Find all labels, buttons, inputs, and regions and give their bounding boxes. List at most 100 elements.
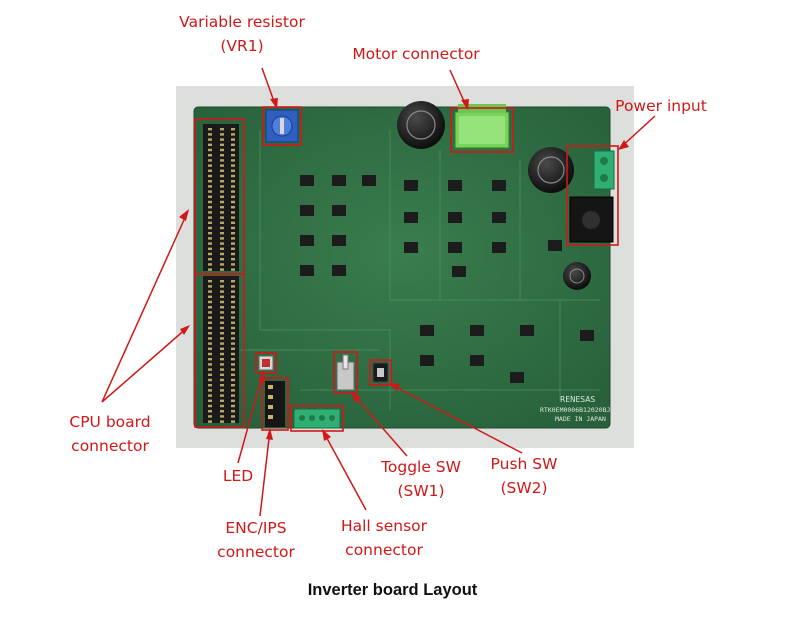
board-brand: RENESAS — [560, 395, 595, 404]
chip — [448, 212, 462, 223]
header-pin — [208, 378, 212, 382]
header-pin — [231, 321, 235, 324]
header-pin — [220, 295, 224, 298]
header-pin — [208, 347, 212, 350]
header-pin — [220, 169, 224, 172]
header-pin — [208, 252, 212, 256]
arrow-motor — [461, 99, 469, 110]
header-pin — [231, 306, 235, 309]
header-pin — [220, 247, 224, 250]
header-pin — [220, 232, 224, 235]
chip — [548, 240, 562, 251]
header-pin — [231, 295, 235, 298]
hall-sensor-terminal — [293, 408, 341, 429]
header-pin — [220, 174, 224, 178]
chip — [332, 235, 346, 246]
enc-ips-header — [265, 381, 285, 427]
chip — [448, 180, 462, 191]
chip — [470, 325, 484, 336]
chip — [420, 325, 434, 336]
box-toggle-sw — [333, 351, 358, 394]
header-pin — [231, 154, 235, 157]
header-pin — [220, 237, 224, 240]
header-pin — [231, 399, 235, 402]
label-led: LED — [222, 467, 254, 485]
label-toggle-sw: Toggle SW (SW1) — [381, 458, 461, 500]
label-cpu-board-connector: CPU board connector — [69, 413, 151, 455]
header-pin — [208, 326, 212, 330]
chip — [492, 212, 506, 223]
header-pin — [208, 138, 212, 141]
arrow-power — [618, 140, 629, 150]
arrow-push — [388, 383, 400, 391]
header-pin — [231, 206, 235, 209]
header-pin — [208, 306, 212, 309]
header-pin — [231, 143, 235, 146]
header-pin — [208, 404, 212, 408]
leader-push — [389, 383, 523, 454]
header-pin — [231, 195, 235, 198]
header-pin — [220, 306, 224, 309]
header-pin — [231, 384, 235, 387]
header-pin — [231, 169, 235, 172]
header-pin — [231, 311, 235, 314]
header-pin — [231, 347, 235, 350]
header-pin — [220, 195, 224, 198]
box-hall-sensor — [290, 405, 344, 432]
header-pin — [231, 174, 235, 178]
led-component — [258, 355, 274, 371]
header-pin — [208, 300, 212, 304]
header-pin — [208, 247, 212, 250]
header-pin — [231, 190, 235, 193]
header-pin — [220, 332, 224, 335]
header-pin — [231, 247, 235, 250]
header-pin — [208, 394, 212, 397]
header-pin — [208, 216, 212, 219]
header-pin — [231, 268, 235, 271]
header-pin — [220, 342, 224, 345]
board-origin: MADE IN JAPAN — [555, 415, 606, 423]
header-pin — [208, 221, 212, 224]
header-pin — [231, 232, 235, 235]
header-pin — [220, 352, 224, 356]
header-pin — [220, 420, 224, 423]
header-pin — [208, 133, 212, 136]
header-pin — [208, 185, 212, 188]
header-pin — [220, 258, 224, 261]
arrow-hall — [322, 429, 331, 441]
leader-led — [237, 372, 264, 464]
leader-arrowheads — [179, 98, 629, 441]
motor-connector — [454, 104, 510, 149]
arrow-led — [258, 371, 265, 383]
header-pin — [220, 300, 224, 304]
header-pin — [208, 258, 212, 261]
label-vr1-line2: (VR1) — [220, 37, 264, 55]
header-pin — [231, 285, 235, 288]
chip — [332, 265, 346, 276]
header-pin — [208, 368, 212, 371]
header-pin — [220, 326, 224, 330]
header-pin — [208, 363, 212, 366]
header-pin — [220, 394, 224, 397]
header-pin — [231, 326, 235, 330]
header-pin — [208, 164, 212, 167]
header-pin — [220, 133, 224, 136]
header-pin — [220, 321, 224, 324]
header-pin — [231, 394, 235, 397]
header-pin — [231, 337, 235, 340]
header-pin — [231, 290, 235, 293]
header-pin — [231, 128, 235, 131]
header-pin — [231, 420, 235, 423]
header-pin — [208, 190, 212, 193]
figure-caption: Inverter board Layout — [307, 581, 478, 599]
board-model: RTK0EM0006B12020BJ — [540, 406, 611, 414]
header-pin — [220, 358, 224, 361]
header-pin — [208, 206, 212, 209]
power-input-hardware — [569, 150, 615, 243]
header-pin — [231, 138, 235, 141]
header-pin — [208, 242, 212, 245]
header-pin — [208, 148, 212, 152]
arrow-cpu-lower — [180, 325, 190, 335]
header-pin — [208, 321, 212, 324]
header-pin — [231, 280, 235, 283]
